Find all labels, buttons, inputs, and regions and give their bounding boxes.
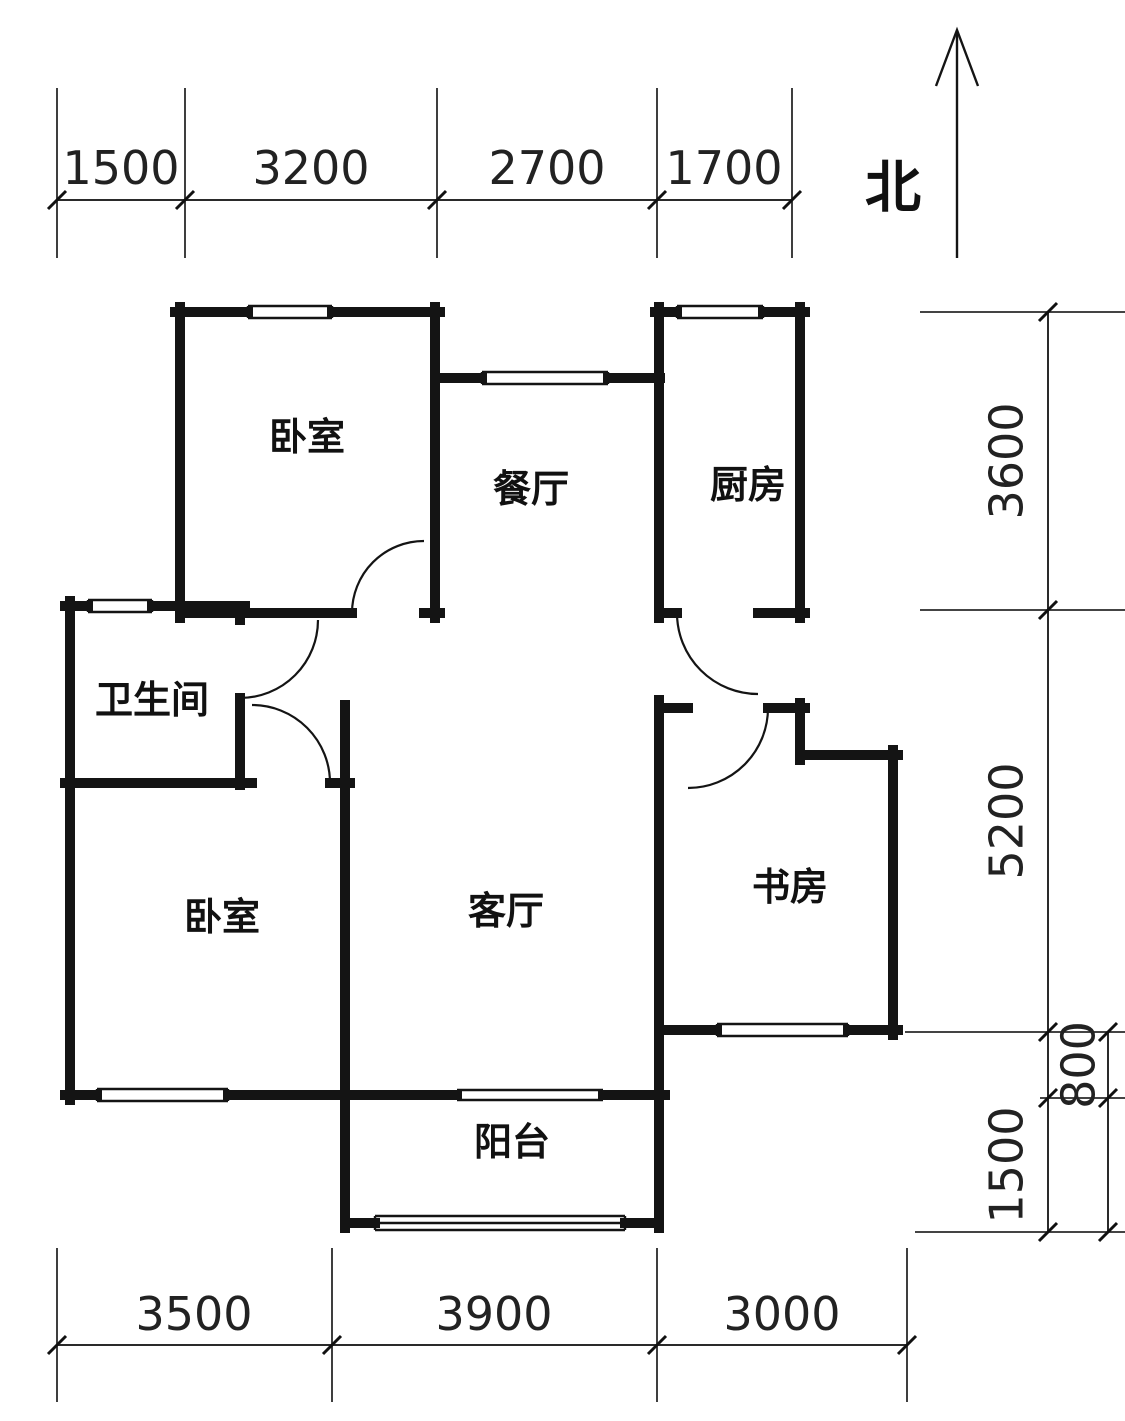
window-bedroom-bottom — [95, 1087, 230, 1103]
dimension-label-bottom-3500: 3500 — [135, 1287, 252, 1341]
dimension-label-bottom-3900: 3900 — [435, 1287, 552, 1341]
door-arc-kitchen — [675, 612, 759, 696]
dimension-label-bottom-3000: 3000 — [723, 1287, 840, 1341]
room-label-balcony: 阳台 — [474, 1120, 550, 1164]
dimensions-bottom: 3500 3900 3000 — [46, 1248, 918, 1402]
room-label-bathroom: 卫生间 — [95, 678, 209, 722]
dimension-label-top-1700: 1700 — [665, 141, 782, 195]
room-label-study: 书房 — [752, 865, 828, 909]
window-study — [715, 1022, 850, 1038]
window-bedroom-top — [246, 304, 334, 320]
room-label-living: 客厅 — [468, 889, 544, 933]
door-arc-bedroom-top — [350, 539, 425, 614]
doors — [239, 539, 770, 790]
room-label-bedroom-bottom: 卧室 — [184, 895, 260, 939]
room-label-dining: 餐厅 — [493, 467, 569, 511]
north-label: 北 — [865, 156, 921, 221]
north-arrow-head-icon — [934, 26, 980, 87]
dimension-label-top-2700: 2700 — [488, 141, 605, 195]
dimension-ticks-right — [1037, 301, 1119, 1243]
dimension-label-right-1500: 1500 — [980, 1106, 1034, 1223]
room-label-bedroom-top: 卧室 — [269, 415, 345, 459]
dimension-label-right-3600: 3600 — [980, 402, 1034, 519]
wall-segments — [60, 302, 903, 1233]
dimensions-top: 1500 3200 2700 1700 — [46, 88, 803, 258]
windows — [86, 304, 850, 1232]
dimensions-right: 3600 5200 800 1500 — [905, 301, 1125, 1243]
extension-lines-right — [905, 311, 1125, 1233]
dimension-ticks-bottom — [46, 1334, 918, 1356]
door-arc-bathroom — [239, 619, 320, 700]
north-arrow: 北 — [865, 26, 980, 258]
extension-lines-top — [56, 88, 793, 258]
dimension-label-right-5200: 5200 — [980, 762, 1034, 879]
room-labels: 卧室 餐厅 厨房 卫生间 卧室 客厅 书房 阳台 — [95, 415, 828, 1164]
room-label-kitchen: 厨房 — [710, 463, 786, 507]
window-dining — [480, 370, 610, 386]
balcony-railing — [373, 1214, 627, 1232]
window-kitchen — [675, 304, 765, 320]
walls — [60, 302, 903, 1233]
dimension-label-top-3200: 3200 — [252, 141, 369, 195]
balcony-door-window — [457, 1088, 603, 1102]
dimension-ticks-top — [46, 189, 803, 211]
door-arc-study — [687, 707, 770, 790]
window-bathroom — [86, 598, 154, 614]
dimension-label-top-1500: 1500 — [62, 141, 179, 195]
door-arc-bedroom-bottom — [251, 703, 332, 784]
dimension-label-right-800: 800 — [1052, 1021, 1106, 1109]
extension-lines-bottom — [56, 1248, 908, 1402]
